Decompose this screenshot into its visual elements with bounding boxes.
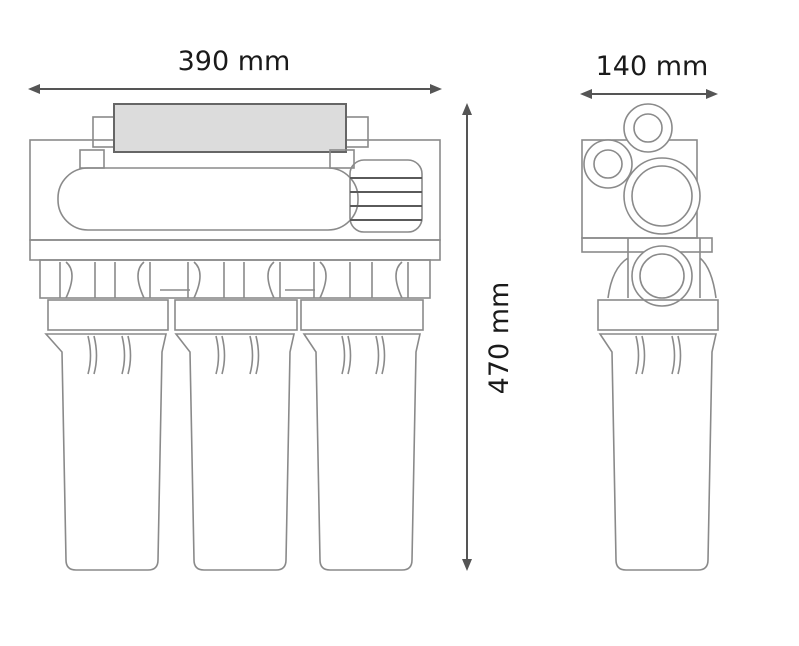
side-housing-ring <box>597 299 719 331</box>
mounting-bracket <box>29 239 441 261</box>
filter-housing-2 <box>174 261 298 571</box>
height-label: 470 mm <box>484 282 515 395</box>
housing-2-ring <box>174 299 298 331</box>
height-arrow-bottom-head <box>462 559 472 571</box>
depth-label: 140 mm <box>596 51 709 82</box>
depth-dimension: 140 mm <box>580 51 718 99</box>
width-label: 390 mm <box>178 46 291 77</box>
fitting-right <box>329 149 355 169</box>
width-arrow-left-head <box>28 84 40 94</box>
horizontal-cartridge <box>57 167 359 231</box>
width-dimension: 390 mm <box>28 46 442 94</box>
housing-3-ring <box>300 299 424 331</box>
filter-housing-1 <box>44 261 169 571</box>
membrane-cap-right <box>345 116 369 148</box>
depth-arrow-right-head <box>706 89 718 99</box>
pump-unit <box>349 159 423 233</box>
side-filter-housing <box>598 333 717 571</box>
height-arrow-top-head <box>462 103 472 115</box>
side-view <box>581 103 719 571</box>
membrane-housing <box>113 103 347 153</box>
membrane-cap-left <box>92 116 116 148</box>
mounting-panel <box>29 139 441 241</box>
height-dimension: 470 mm <box>462 103 515 571</box>
housing-1-ring <box>47 299 169 331</box>
width-arrow-right-head <box>430 84 442 94</box>
fitting-left <box>79 149 105 169</box>
front-view <box>29 103 441 571</box>
depth-arrow-left-head <box>580 89 592 99</box>
filter-housing-3 <box>300 261 424 571</box>
filter-heads <box>39 259 431 299</box>
